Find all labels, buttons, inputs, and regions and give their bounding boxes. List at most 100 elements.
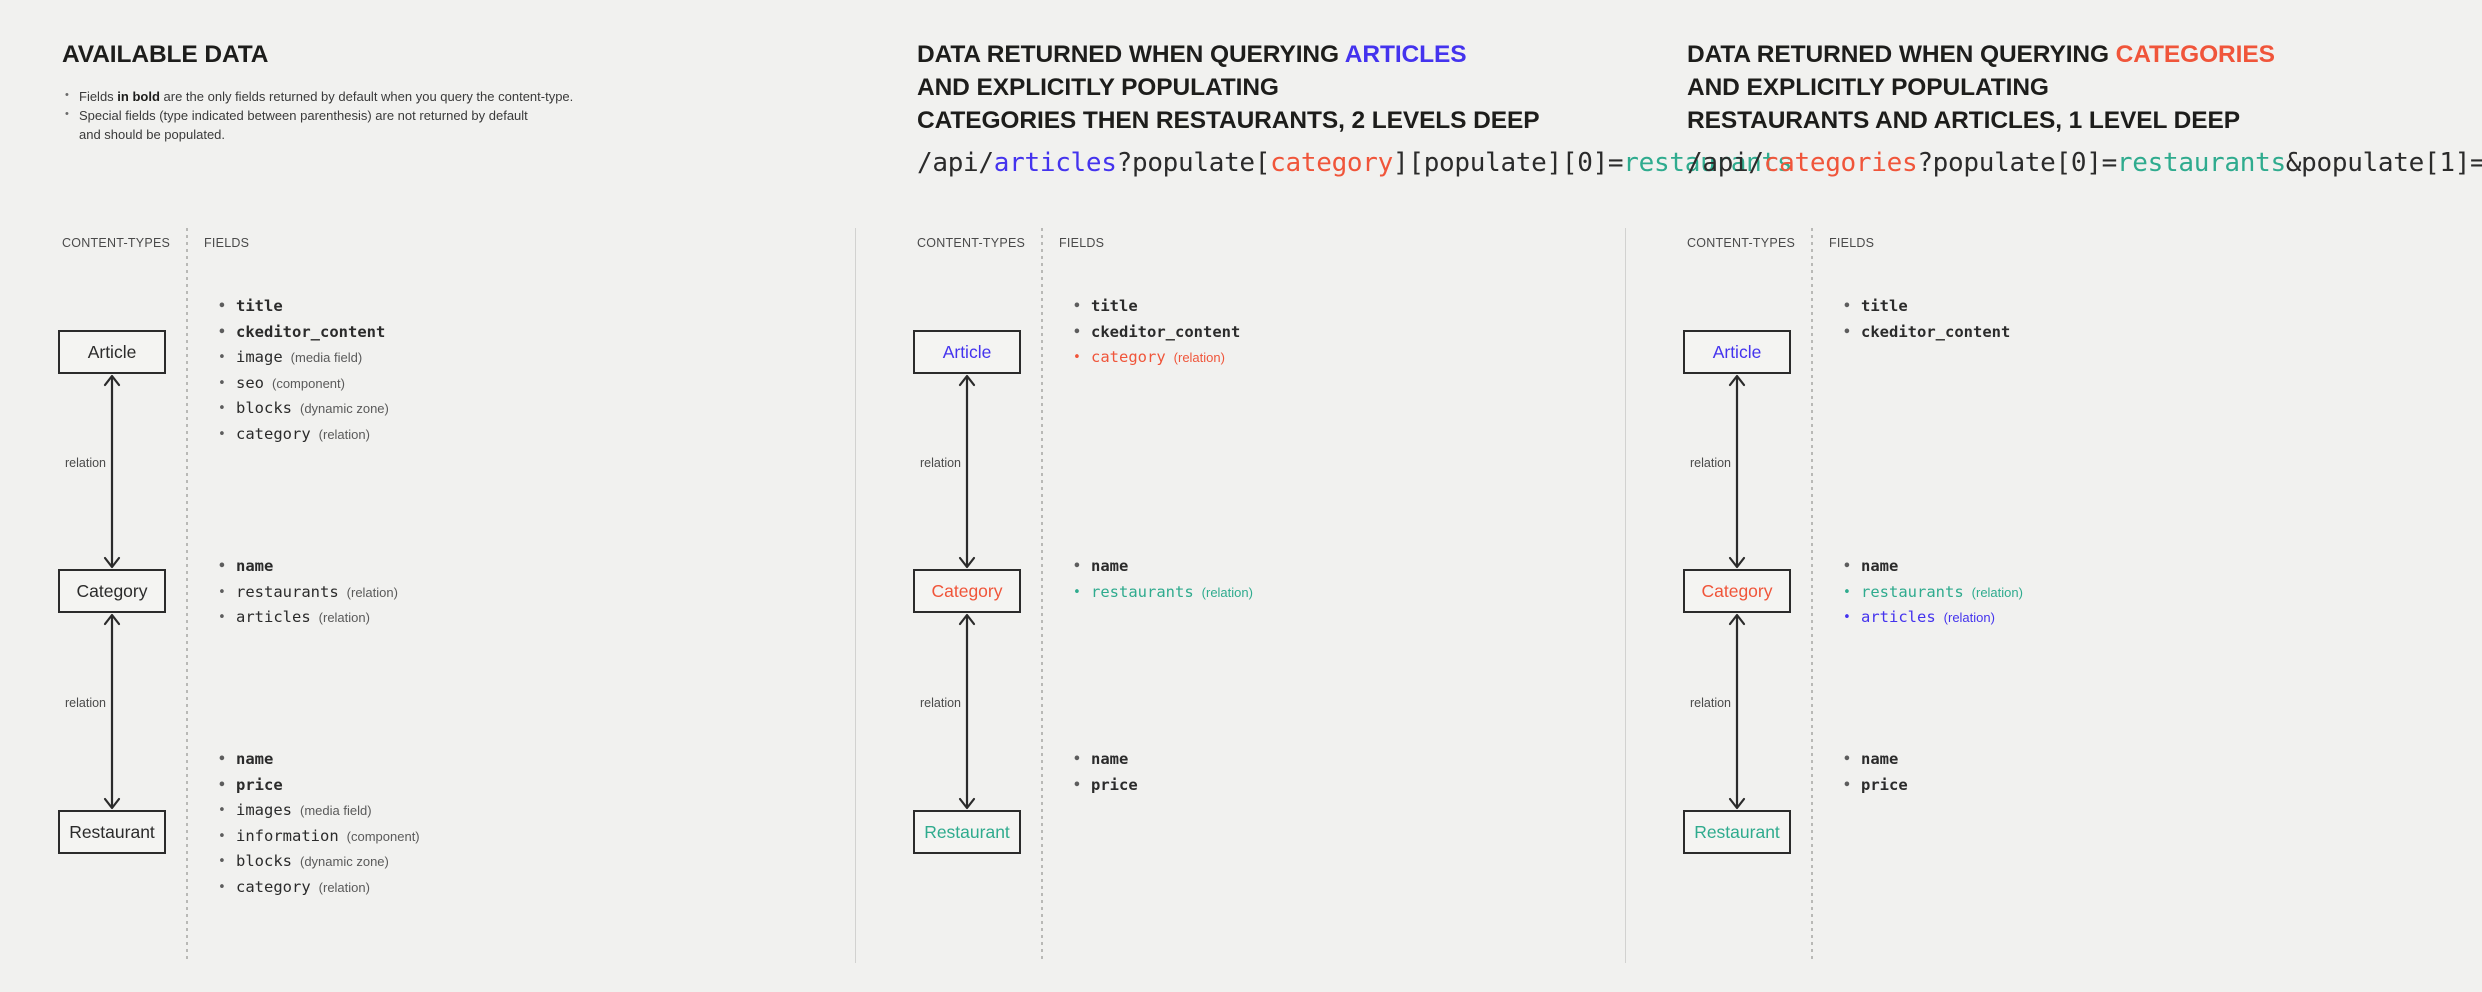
content-type-node-label: Restaurant bbox=[69, 821, 155, 842]
field-name: name bbox=[1091, 557, 1129, 575]
field-item: articles(relation) bbox=[216, 605, 398, 631]
heading-text: DATA RETURNED WHEN QUERYING bbox=[1687, 41, 2116, 68]
content-type-node-restaurant[interactable]: Restaurant bbox=[58, 810, 166, 854]
relation-arrow-label: relation bbox=[920, 695, 961, 710]
field-item: articles(relation) bbox=[1841, 605, 2023, 631]
field-name: image bbox=[236, 348, 283, 366]
heading-notes: Fields in bold are the only fields retur… bbox=[62, 86, 573, 144]
content-type-node-label: Article bbox=[1712, 341, 1762, 362]
field-item: name bbox=[216, 747, 420, 773]
content-type-node-article[interactable]: Article bbox=[58, 330, 166, 374]
field-item: restaurants(relation) bbox=[1841, 580, 2023, 606]
heading-line-2: AND EXPLICITLY POPULATING bbox=[917, 74, 1279, 101]
field-item: image (media field) bbox=[216, 345, 389, 371]
field-name: name bbox=[1091, 750, 1129, 768]
diagram-column-1: AVAILABLE DATAFields in bold are the onl… bbox=[0, 0, 855, 992]
api-path: /api/articles?populate[category][populat… bbox=[917, 148, 1792, 178]
field-item: price bbox=[1841, 773, 1908, 799]
fields-dotted-divider bbox=[1041, 228, 1043, 961]
content-type-node-article[interactable]: Article bbox=[913, 330, 1021, 374]
field-name: seo bbox=[236, 373, 264, 392]
fields-group-2: namerestaurants(relation)articles(relati… bbox=[216, 554, 398, 631]
content-type-node-category[interactable]: Category bbox=[1683, 569, 1791, 613]
content-type-node-article[interactable]: Article bbox=[1683, 330, 1791, 374]
relation-arrow-1 bbox=[953, 374, 981, 569]
field-kind: (component) bbox=[346, 828, 420, 844]
field-item: name bbox=[1071, 554, 1253, 580]
fields-column-label: FIELDS bbox=[1059, 236, 1105, 250]
column-separator-rule bbox=[855, 228, 856, 963]
field-item: name bbox=[1071, 747, 1138, 773]
field-item: category(relation) bbox=[216, 875, 420, 901]
fields-dotted-divider bbox=[1811, 228, 1813, 961]
field-item: blocks(dynamic zone) bbox=[216, 849, 420, 875]
field-name: title bbox=[236, 297, 283, 315]
field-item: price bbox=[216, 773, 420, 799]
relation-arrow-2 bbox=[1723, 613, 1751, 810]
heading-accent-term: ARTICLES bbox=[1344, 41, 1467, 68]
field-name: category bbox=[236, 424, 311, 443]
field-item: ckeditor_content bbox=[1071, 320, 1240, 346]
api-path-segment: restaurants bbox=[2116, 148, 2286, 178]
field-item: information (component) bbox=[216, 824, 420, 850]
relation-arrow-label: relation bbox=[65, 695, 106, 710]
content-type-node-category[interactable]: Category bbox=[58, 569, 166, 613]
api-path-segment: categories bbox=[1763, 148, 1918, 178]
content-type-node-category[interactable]: Category bbox=[913, 569, 1021, 613]
fields-dotted-divider bbox=[186, 228, 188, 961]
field-kind: (relation) bbox=[318, 879, 370, 895]
note-line: and should be populated. bbox=[79, 127, 226, 142]
api-path-segment: articles bbox=[993, 148, 1117, 178]
field-name: price bbox=[236, 775, 283, 794]
content-type-node-restaurant[interactable]: Restaurant bbox=[1683, 810, 1791, 854]
field-item: title bbox=[1071, 294, 1240, 320]
field-kind: (component) bbox=[272, 375, 345, 391]
heading-text: DATA RETURNED WHEN QUERYING bbox=[917, 41, 1345, 68]
field-kind: (dynamic zone) bbox=[300, 401, 389, 416]
field-name: information bbox=[236, 826, 339, 845]
field-kind: (relation) bbox=[1971, 584, 2023, 600]
field-item: seo (component) bbox=[216, 371, 389, 397]
relation-arrow-label: relation bbox=[1690, 695, 1731, 710]
api-path-segment: /api/ bbox=[1687, 148, 1764, 178]
field-item: images(media field) bbox=[216, 798, 420, 824]
field-name: title bbox=[1861, 297, 1908, 315]
api-path-segment: restaurants bbox=[1623, 148, 1793, 178]
heading-line-1: DATA RETURNED WHEN QUERYING CATEGORIES bbox=[1687, 38, 2275, 71]
fields-group-1: titleckeditor_content category (relation) bbox=[1071, 294, 1240, 371]
column-heading: AVAILABLE DATAFields in bold are the onl… bbox=[62, 38, 573, 144]
field-name: articles bbox=[1861, 608, 1936, 626]
note-line: Fields in bold are the only fields retur… bbox=[62, 86, 573, 106]
heading-line-1: DATA RETURNED WHEN QUERYING ARTICLES bbox=[917, 38, 1539, 71]
field-kind: (relation) bbox=[318, 426, 370, 442]
api-path-segment: ?populate[ bbox=[1116, 148, 1271, 178]
field-name: blocks bbox=[236, 399, 292, 417]
api-path-segment: ][populate][0]= bbox=[1392, 148, 1624, 178]
content-type-node-label: Article bbox=[87, 341, 137, 362]
api-path-segment: /api/ bbox=[917, 148, 994, 178]
content-type-node-label: Category bbox=[76, 580, 148, 601]
field-item: price bbox=[1071, 773, 1138, 799]
fields-group-3: name price images(media field) information (… bbox=[216, 747, 420, 900]
field-name: category bbox=[1091, 348, 1166, 366]
field-item: name bbox=[216, 554, 398, 580]
fields-group-2: namerestaurants(relation) bbox=[1071, 554, 1253, 605]
field-item: ckeditor_content bbox=[216, 320, 389, 346]
field-item: name bbox=[1841, 554, 2023, 580]
field-kind: (relation) bbox=[1173, 350, 1225, 365]
content-type-node-label: Article bbox=[942, 341, 992, 362]
field-name: articles bbox=[236, 608, 311, 626]
field-kind: (media field) bbox=[290, 350, 363, 365]
heading-accent-term: CATEGORIES bbox=[2115, 41, 2275, 68]
api-path-segment: category bbox=[1270, 148, 1393, 178]
field-kind: (dynamic zone) bbox=[300, 854, 389, 869]
field-name: name bbox=[1861, 557, 1899, 575]
fields-group-3: name price bbox=[1071, 747, 1138, 798]
api-path: /api/categories?populate[0]=restaurants&… bbox=[1687, 148, 2482, 178]
content-type-node-restaurant[interactable]: Restaurant bbox=[913, 810, 1021, 854]
field-name: price bbox=[1861, 775, 1908, 794]
field-kind: (relation) bbox=[1201, 584, 1253, 600]
field-kind: (media field) bbox=[300, 803, 372, 818]
